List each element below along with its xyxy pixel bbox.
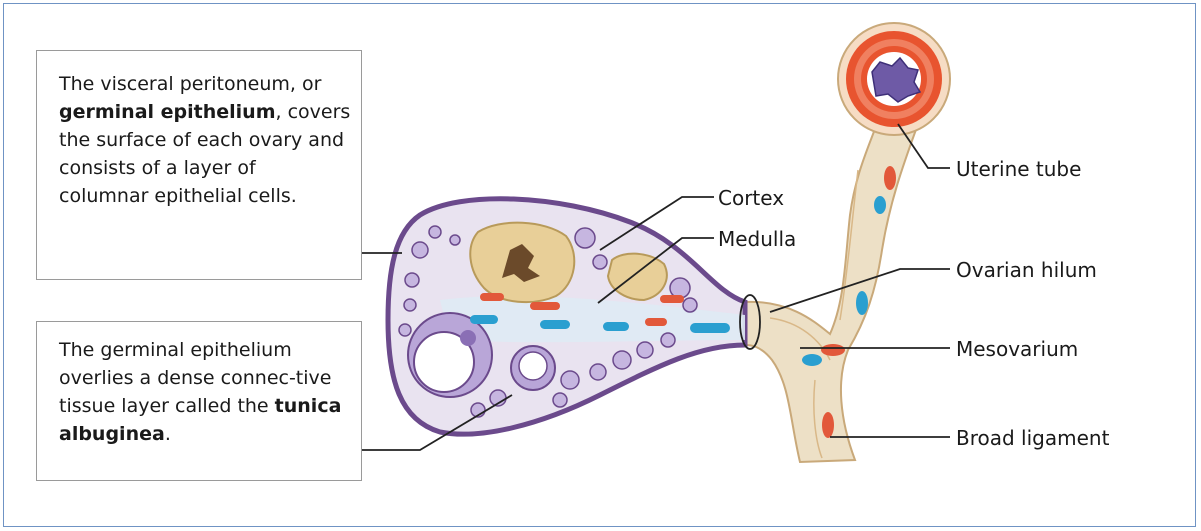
ovary <box>388 199 745 434</box>
vessel-red <box>822 412 834 438</box>
label-uterine-tube: Uterine tube <box>956 157 1081 181</box>
callout-text: The visceral peritoneum, or <box>59 73 321 95</box>
label-broad-ligament: Broad ligament <box>956 426 1109 450</box>
uterine-tube-section <box>838 23 950 135</box>
callout-bold-term: germinal epithelium <box>59 101 276 123</box>
vessel-blue <box>874 196 886 214</box>
vessel-blue <box>802 354 822 366</box>
vessel-red <box>821 344 845 356</box>
label-mesovarium: Mesovarium <box>956 337 1078 361</box>
callout-text: . <box>165 423 171 445</box>
germinal-epithelium-callout: The visceral peritoneum, or germinal epi… <box>36 50 362 280</box>
vessel-blue <box>856 291 868 315</box>
label-cortex: Cortex <box>718 186 784 210</box>
tunica-albuginea-callout: The germinal epithelium overlies a dense… <box>36 321 362 481</box>
vessel-red <box>884 166 896 190</box>
label-medulla: Medulla <box>718 227 796 251</box>
label-ovarian-hilum: Ovarian hilum <box>956 258 1097 282</box>
